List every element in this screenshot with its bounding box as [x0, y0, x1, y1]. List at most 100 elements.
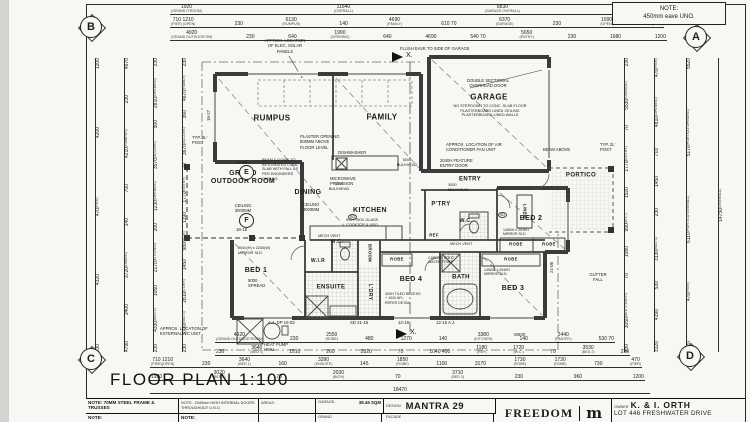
dim-value: 710 1210(PIER) (OPEN) [171, 17, 196, 27]
room-label-family: FAMILY [366, 112, 398, 122]
dim-value: 5520 [686, 58, 692, 70]
garage-door-leader [469, 69, 543, 89]
eave-outline [201, 61, 559, 351]
room-label-entry: ENTRY [458, 176, 482, 183]
section-flag-top [392, 52, 403, 62]
eave-note-box: NOTE: 450mm eave UNO. [612, 2, 726, 25]
section-marker-e: E [239, 165, 254, 180]
dim-value: 3380(KITCHEN) [474, 332, 493, 342]
dim-value: 530 70 [598, 336, 614, 342]
dim-value: 230 [153, 58, 159, 67]
room-label-rumpus: RUMPUS [253, 113, 291, 123]
dim-value: 960 [573, 374, 583, 380]
dim-value: 230 [202, 361, 211, 367]
sheet-border-left [86, 4, 87, 422]
room-label-dining: DINING [294, 188, 322, 196]
dim-value: 3670(ALCOVE) [182, 126, 188, 155]
titleblock-row2-areas [259, 414, 316, 422]
note-text: 2340mm HIGH INTERNAL DOORS THROUGHOUT U.… [181, 401, 255, 410]
room-label-garage: GARAGE [470, 92, 508, 102]
dim-value: 2170(KITCHEN) [153, 243, 159, 273]
dim-value: 160 [278, 361, 287, 367]
dim-value: 4670(FAMILY) [182, 74, 188, 101]
dim-value: 4320 [95, 274, 101, 286]
section-flag-label-bottom: X. [410, 329, 417, 336]
smoke-detector-label: SD [348, 214, 357, 220]
annotation-ac-fan: APPROX. LOCATION OF AIR CONDITIONER FAN … [446, 142, 502, 153]
titleblock-areas: AREAS: [259, 399, 316, 414]
annotation-cooktop: 900 F'BOX GLASS COOKTOP & UBO [346, 218, 379, 227]
titleblock-design: DESIGN MANTRA 29 [384, 399, 496, 414]
elevation-marker-a: A [682, 23, 712, 53]
dim-value: 4200 [95, 127, 101, 139]
vanity-fixture [329, 305, 357, 317]
dim-value: 230 [234, 21, 243, 27]
window-code: 12-18 [398, 320, 409, 325]
dim-value: 730 [594, 361, 603, 367]
dim-value: 6830(GARAGE OVERALL) [484, 4, 521, 14]
room-label-ldry: L'DRY [366, 283, 373, 301]
door-swings [290, 173, 550, 272]
dim-value: 610 70 [441, 21, 457, 27]
window-code: SD 21-15 [350, 320, 369, 325]
annotation-ceiling2: CEILING 3000MM [302, 202, 320, 213]
owner-address: LOT 446 FRESHWATER DRIVE [614, 410, 712, 418]
dim-value: 70 [624, 272, 630, 279]
dim-value: 1270 [400, 336, 412, 342]
annotation-mirror1: 2040(H) x 2240(W) MIRROR SLD [238, 246, 271, 255]
dim-value: 11640(OVERALL) [333, 4, 353, 14]
dim-value: 1040 400 [429, 349, 451, 355]
elevation-marker-b: B [77, 13, 107, 43]
dim-value: 70 [276, 374, 282, 380]
dim-value: 3400 [124, 303, 130, 316]
note-label: NOTE: [659, 5, 679, 12]
dim-value: 640 [383, 34, 392, 40]
dim-value: 230 [552, 21, 562, 27]
windows [212, 71, 571, 321]
annotation-mech-vent2: MECH VENT [450, 242, 473, 246]
dim-value: 2030(BATH) [332, 370, 345, 380]
dim-value: 470(PIER) [630, 357, 641, 367]
annotation-microwave: MICROWAVE PROVISION [330, 176, 356, 187]
dim-value: 500 [153, 120, 159, 129]
annotation-beam-down: BEAM & DOWN TO INTEGRATED CONC SLAB WITH… [262, 158, 299, 181]
room-label-linen: LINEN [522, 203, 528, 219]
room-label-bed4: BED 4 [399, 275, 423, 283]
dim-value: 1680 [609, 34, 622, 40]
titleblock-row2-note2: NOTE: [179, 414, 259, 422]
dim-value: 1720(W.C.) [513, 345, 525, 355]
dim-value: 1920 [151, 374, 163, 380]
dim-value: 5170(PORTICO OPENING) [686, 108, 692, 157]
titleblock-brand: FREEDOM m [496, 399, 612, 422]
room-label-bath: BATH [452, 274, 470, 281]
titleblock-doors-note: NOTE:2340mm HIGH INTERNAL DOORS THROUGHO… [179, 399, 259, 414]
room-label-ensuite: ENSUITE [316, 284, 346, 291]
dim-value: 230 [182, 343, 188, 352]
dim-value: 4920(GRAND OUTDOOR RM) [171, 30, 213, 40]
annotation-heat-pump: HEAT PUMP HWU [264, 342, 289, 353]
annotation-tiled-recess: 300H TILED RECESS + 1020 AFL REFER DETAI… [385, 292, 421, 305]
dim-value: 3640(BED 1) [238, 357, 251, 367]
room-label-wir: W.I.R [310, 258, 326, 265]
areas-label: AREAS: [261, 401, 275, 405]
dim-value: 3710(BED 3) [451, 370, 465, 380]
dim-value: 2550(ROBE) [325, 332, 339, 342]
dim-value: 230 [514, 374, 524, 380]
dim-value: 200 [153, 222, 159, 232]
room-label-bed1: BED 1 [244, 266, 268, 274]
annotation-gutter-fall: GUTTER FALL [589, 272, 607, 283]
note-label: NOTE: [181, 401, 193, 405]
annotation-mirror2: 1450W x 2040H MIRROR SLD [503, 228, 529, 237]
dim-value: 14750(OVERALL) [718, 188, 724, 222]
dim-value: 230 [624, 58, 630, 67]
dim-value: 1200 [654, 34, 666, 40]
robe-label: ROBE [542, 241, 556, 247]
